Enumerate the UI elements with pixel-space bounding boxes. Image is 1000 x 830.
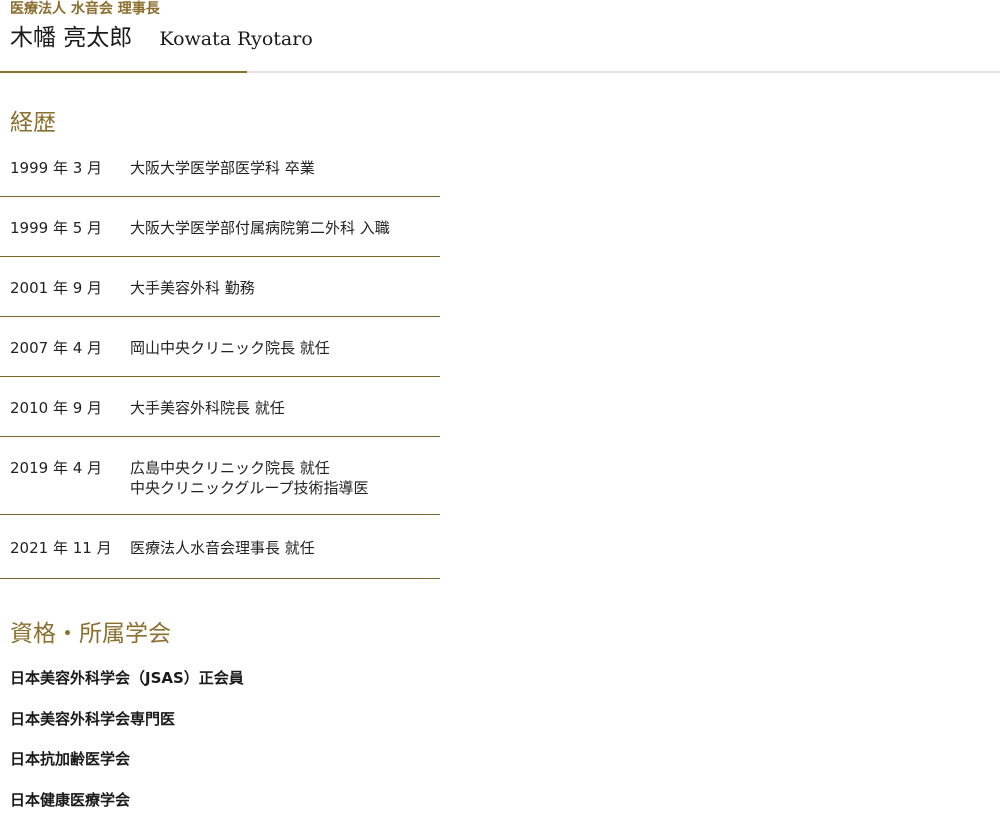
career-description: 大阪大学医学部医学科 卒業 bbox=[130, 158, 315, 178]
career-row: 2001 年 9 月 大手美容外科 勤務 bbox=[0, 257, 440, 317]
career-date: 2019 年 4 月 bbox=[10, 458, 102, 478]
career-description-line: 大手美容外科 勤務 bbox=[130, 278, 255, 298]
qualification-item: 日本抗加齢医学会 bbox=[10, 749, 244, 790]
career-description: 大手美容外科院長 就任 bbox=[130, 398, 285, 418]
career-description-line: 岡山中央クリニック院長 就任 bbox=[130, 338, 330, 358]
career-description-line: 広島中央クリニック院長 就任 bbox=[130, 458, 369, 478]
name-english: Kowata Ryotaro bbox=[159, 28, 312, 50]
career-date: 2021 年 11 月 bbox=[10, 538, 112, 558]
career-description-line: 医療法人水音会理事長 就任 bbox=[130, 538, 315, 558]
header-accent-underline bbox=[0, 71, 247, 73]
qualification-item: 日本美容外科学会専門医 bbox=[10, 709, 244, 750]
career-description-line: 中央クリニックグループ技術指導医 bbox=[130, 478, 369, 498]
profile-header: 医療法人 水音会 理事長 木幡 亮太郎 Kowata Ryotaro bbox=[0, 0, 1000, 73]
career-description: 大手美容外科 勤務 bbox=[130, 278, 255, 298]
career-description-line: 大手美容外科院長 就任 bbox=[130, 398, 285, 418]
career-row: 1999 年 3 月 大阪大学医学部医学科 卒業 bbox=[0, 148, 440, 197]
career-row: 2010 年 9 月 大手美容外科院長 就任 bbox=[0, 377, 440, 437]
career-row: 2021 年 11 月 医療法人水音会理事長 就任 bbox=[0, 515, 440, 579]
career-date: 2007 年 4 月 bbox=[10, 338, 102, 358]
career-date: 1999 年 3 月 bbox=[10, 158, 102, 178]
qualifications-section-title: 資格・所属学会 bbox=[10, 619, 171, 649]
career-list: 1999 年 3 月 大阪大学医学部医学科 卒業 1999 年 5 月 大阪大学… bbox=[0, 148, 440, 579]
career-description: 岡山中央クリニック院長 就任 bbox=[130, 338, 330, 358]
career-description: 医療法人水音会理事長 就任 bbox=[130, 538, 315, 558]
career-row: 2007 年 4 月 岡山中央クリニック院長 就任 bbox=[0, 317, 440, 377]
career-date: 2010 年 9 月 bbox=[10, 398, 102, 418]
career-row: 1999 年 5 月 大阪大学医学部付属病院第二外科 入職 bbox=[0, 197, 440, 257]
career-section-title: 経歴 bbox=[10, 108, 56, 138]
career-description: 大阪大学医学部付属病院第二外科 入職 bbox=[130, 218, 390, 238]
career-date: 2001 年 9 月 bbox=[10, 278, 102, 298]
career-description: 広島中央クリニック院長 就任 中央クリニックグループ技術指導医 bbox=[130, 458, 369, 498]
career-row: 2019 年 4 月 広島中央クリニック院長 就任 中央クリニックグループ技術指… bbox=[0, 437, 440, 515]
career-description-line: 大阪大学医学部付属病院第二外科 入職 bbox=[130, 218, 390, 238]
career-description-line: 大阪大学医学部医学科 卒業 bbox=[130, 158, 315, 178]
name-japanese: 木幡 亮太郎 bbox=[10, 25, 132, 51]
career-date: 1999 年 5 月 bbox=[10, 218, 102, 238]
qualification-item: 日本健康医療学会 bbox=[10, 790, 244, 830]
name-row: 木幡 亮太郎 Kowata Ryotaro bbox=[10, 22, 313, 55]
qualifications-list: 日本美容外科学会（JSAS）正会員 日本美容外科学会専門医 日本抗加齢医学会 日… bbox=[10, 668, 244, 830]
role-title: 医療法人 水音会 理事長 bbox=[10, 0, 160, 18]
qualification-item: 日本美容外科学会（JSAS）正会員 bbox=[10, 668, 244, 709]
